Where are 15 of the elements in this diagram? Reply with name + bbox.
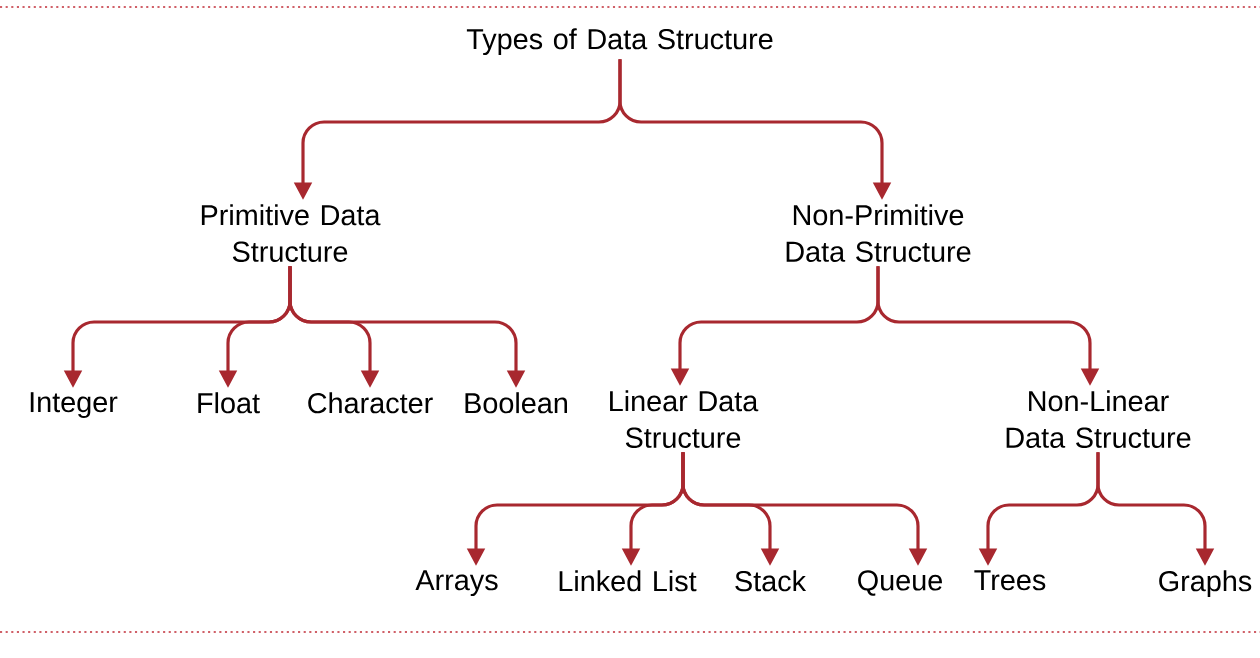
node-label: Integer (30, 392, 118, 419)
node-label: Linear Data Structure (610, 390, 759, 448)
node-label: Arrays (415, 570, 498, 597)
node-label: Types of Data Structure (466, 28, 773, 56)
node-label: Linked List (559, 570, 697, 592)
node-label: Stack (735, 570, 807, 592)
node-label: Boolean (465, 392, 567, 414)
node-label: Queue (858, 570, 942, 596)
node-label: Graphs (1159, 570, 1252, 598)
node-label: Non-Primitive Data Structure (786, 204, 971, 262)
node-label: Non-Linear Data Structure (1006, 390, 1191, 448)
node-label: Trees (974, 570, 1046, 591)
node-label: Character (308, 392, 433, 414)
node-label: Float (198, 392, 260, 414)
node-label: Primitive Data Structure (201, 204, 381, 262)
